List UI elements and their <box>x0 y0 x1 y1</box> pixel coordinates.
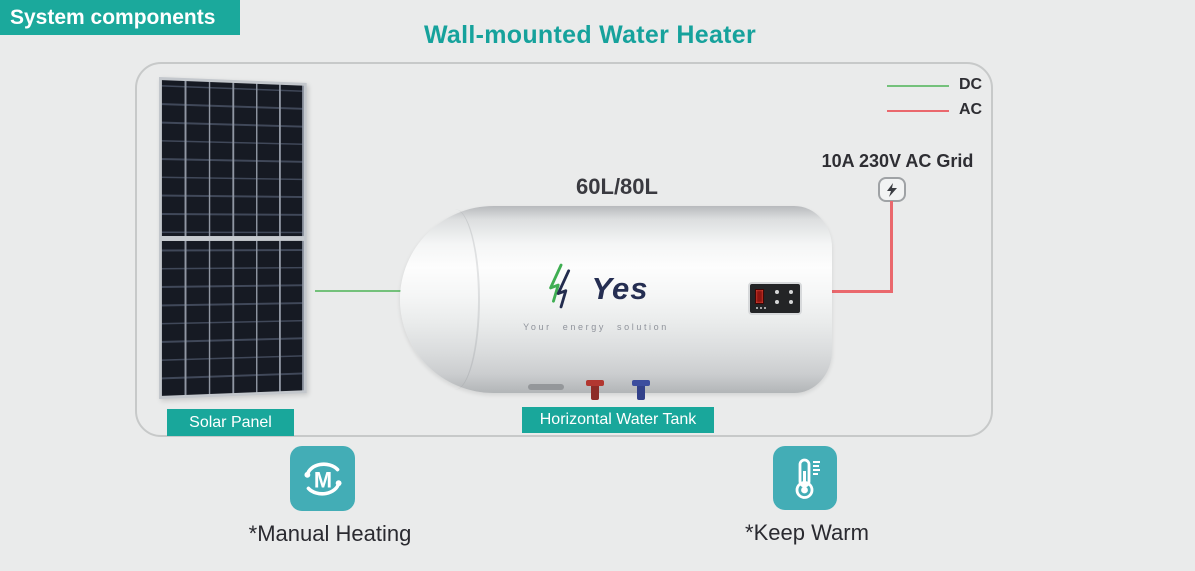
cold-water-valve <box>632 380 650 402</box>
solar-panel-frame-divider <box>161 236 304 241</box>
solar-panel-image <box>159 77 307 399</box>
lightning-bolt-icon <box>878 177 906 202</box>
manual-heating-label: *Manual Heating <box>248 521 412 546</box>
yes-bolt-logo-icon <box>543 262 581 315</box>
ac-wire-horizontal <box>832 290 893 293</box>
dc-wire <box>315 290 403 292</box>
tank-capacity-label: 60L/80L <box>576 174 658 199</box>
brand-name: Yes <box>591 270 649 306</box>
legend-dc-line <box>887 85 949 87</box>
keep-warm-icon <box>773 446 837 510</box>
keep-warm-label: *Keep Warm <box>745 520 869 545</box>
control-indicator-dots <box>756 307 766 309</box>
tank-mount-bracket <box>528 384 564 390</box>
legend-ac-line <box>887 110 949 112</box>
control-buttons <box>775 290 797 310</box>
legend-ac-label: AC <box>959 101 983 118</box>
ac-wire-vertical <box>890 201 893 292</box>
svg-text:M: M <box>313 467 331 492</box>
legend-dc-label: DC <box>959 76 983 93</box>
manual-heating-icon: M <box>290 446 355 511</box>
control-display <box>755 289 764 304</box>
water-tank-image: Yes Your energy solution <box>400 206 832 400</box>
brand-tagline: Your energy solution <box>523 322 669 332</box>
system-diagram-container: DC AC 10A 230V AC Grid 60L/80L <box>135 62 993 437</box>
tank-cap-seam <box>430 209 480 390</box>
ac-grid-label: 10A 230V AC Grid <box>821 151 974 171</box>
water-tank-badge: Horizontal Water Tank <box>522 407 714 433</box>
hot-water-valve <box>586 380 604 402</box>
system-components-badge: System components <box>0 0 240 35</box>
brand-logo: Yes Your energy solution <box>400 262 792 332</box>
page-title: Wall-mounted Water Heater <box>423 21 757 49</box>
tank-control-panel <box>748 282 802 315</box>
solar-panel-badge: Solar Panel <box>167 409 294 436</box>
